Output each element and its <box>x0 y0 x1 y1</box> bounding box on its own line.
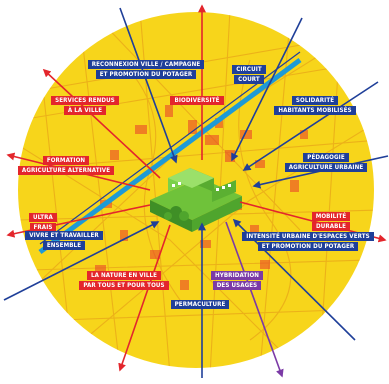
label-circuit-court: CIRCUIT COURT <box>229 65 269 84</box>
label-services: SERVICES RENDUS À LA VILLE <box>51 96 119 115</box>
label-hybridation: HYBRIDATION DES USAGES <box>210 271 264 290</box>
label-line: AGRICULTURE URBAINE <box>284 163 368 172</box>
label-line: ULTRA <box>29 213 57 222</box>
label-line: ENSEMBLE <box>42 241 86 250</box>
label-vivre: VIVRE ET TRAVAILLER ENSEMBLE <box>24 231 104 250</box>
arrow-services <box>42 68 161 179</box>
label-formation: FORMATION AGRICULTURE ALTERNATIVE <box>16 156 116 175</box>
arrow-nature <box>118 224 171 372</box>
label-line: SOLIDARITÉ <box>291 96 339 105</box>
label-ultra-frais: ULTRA FRAIS <box>28 213 58 232</box>
label-line: PÉDAGOGIE <box>303 153 349 162</box>
railway-line <box>39 51 301 245</box>
label-permaculture: PERMACULTURE <box>168 300 232 309</box>
label-line: BIODIVERSITÉ <box>170 96 224 105</box>
label-line: PERMACULTURE <box>170 300 230 309</box>
label-reconnexion: RECONNEXION VILLE / CAMPAGNE ET PROMOTIO… <box>82 60 210 79</box>
label-line: DURABLE <box>311 222 351 231</box>
label-line: COURT <box>234 75 264 84</box>
label-line: ET PROMOTION DU POTAGER <box>95 70 197 79</box>
label-line: DES USAGES <box>212 281 262 290</box>
arrow-vivre <box>3 221 160 301</box>
arrow-solidarite <box>242 81 379 171</box>
label-intensite: INTENSITÉ URBAINE D'ESPACES VERTS ET PRO… <box>242 232 374 251</box>
label-line: CIRCUIT <box>232 65 266 74</box>
railway-band <box>38 57 302 255</box>
label-line: AGRICULTURE ALTERNATIVE <box>17 166 115 175</box>
label-line: FRAIS <box>29 223 57 232</box>
label-solidarite: SOLIDARITÉ HABITANTS MOBILISÉS <box>273 96 357 115</box>
arrow-circuit <box>231 17 303 162</box>
label-line: PAR TOUS ET POUR TOUS <box>79 281 169 290</box>
label-line: À LA VILLE <box>63 106 107 115</box>
label-line: INTENSITÉ URBAINE D'ESPACES VERTS <box>242 232 374 241</box>
label-line: MOBILITÉ <box>311 212 351 221</box>
label-nature: LA NATURE EN VILLE PAR TOUS ET POUR TOUS <box>79 271 169 290</box>
label-line: RECONNEXION VILLE / CAMPAGNE <box>87 60 205 69</box>
label-biodiversite: BIODIVERSITÉ <box>168 96 226 105</box>
arrow-reconnexion <box>119 7 178 164</box>
label-line: SERVICES RENDUS <box>51 96 119 105</box>
label-line: ET PROMOTION DU POTAGER <box>257 242 359 251</box>
label-line: LA NATURE EN VILLE <box>86 271 162 280</box>
label-line: HABITANTS MOBILISÉS <box>274 106 356 115</box>
label-pedagogie: PÉDAGOGIE AGRICULTURE URBAINE <box>284 153 368 172</box>
label-mobilite: MOBILITÉ DURABLE <box>308 212 354 231</box>
label-line: HYBRIDATION <box>210 271 264 280</box>
label-line: FORMATION <box>42 156 90 165</box>
label-line: VIVRE ET TRAVAILLER <box>25 231 103 240</box>
arrow-hybridation <box>225 221 284 378</box>
